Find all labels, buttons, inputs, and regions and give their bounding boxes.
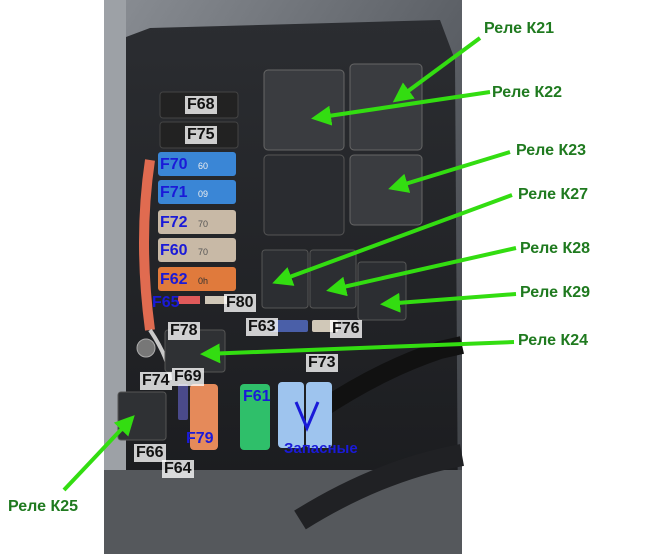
- fuse-f70-body: [158, 152, 236, 176]
- cable: [315, 336, 464, 418]
- relay-k22-label: Реле К22: [492, 84, 563, 101]
- fuse-f76-label: F76: [330, 320, 362, 338]
- relay-k25-body: [117, 391, 167, 441]
- fuse-f73-label: F73: [306, 354, 338, 372]
- fuse-f80-body: [205, 296, 227, 304]
- relay-k23-label: Реле К23: [516, 142, 587, 159]
- fuse-f80-label: F80: [224, 294, 256, 312]
- fuse-f71-rating: 09: [198, 189, 208, 199]
- arrow-k24: [200, 340, 515, 364]
- relay-k29-label: Реле К29: [520, 284, 591, 301]
- arrow-k27: [272, 193, 513, 286]
- arrow-k23: [388, 150, 511, 193]
- relay-k23-body: [349, 154, 423, 226]
- bolt: [136, 338, 156, 358]
- fuse-f60-label: F60: [160, 242, 188, 259]
- fuse-f63-body: [270, 320, 308, 332]
- fuse-f60-rating: 70: [198, 247, 208, 257]
- power-wire: [139, 159, 155, 331]
- fuse-f71-label: F71: [160, 184, 188, 201]
- fuse-f62-body: [158, 267, 236, 291]
- fuse-f79-label: F79: [186, 430, 214, 447]
- relay-k29-body: [357, 261, 407, 321]
- fuse-f72-rating: 70: [198, 219, 208, 229]
- fuse-f70-label: F70: [160, 156, 188, 173]
- relay-k28-label: Реле К28: [520, 240, 591, 257]
- spare-fuse-2: [306, 382, 332, 448]
- fuse-f78-label: F78: [168, 322, 200, 340]
- arrow-k29: [380, 292, 517, 313]
- fuse-f65-label: F65: [152, 294, 180, 311]
- bottom-area: [104, 470, 462, 554]
- relay-k24-label: Реле К24: [518, 332, 589, 349]
- relay-k27-label: Реле К27: [518, 186, 589, 203]
- fuse-f72-label: F72: [160, 214, 188, 231]
- fuse-f74-body: [178, 384, 188, 420]
- arrow-k21: [392, 36, 482, 103]
- fuse-f70-rating: 60: [198, 161, 208, 171]
- fuse-f71-body: [158, 180, 236, 204]
- arrow-k22: [311, 90, 491, 126]
- fuse-f65-body: [178, 296, 200, 304]
- fuse-f60-body: [158, 238, 236, 262]
- fuse-f69-label: F69: [172, 368, 204, 386]
- spare-fuses-label: Запасные: [284, 440, 358, 457]
- fuse-f74-label: F74: [140, 372, 172, 390]
- fuse-f66-label: F66: [134, 444, 166, 462]
- spare-marker: [294, 401, 320, 432]
- fuse-f68-label: F68: [185, 96, 217, 114]
- relay-k28-body: [309, 249, 357, 309]
- relay-k22-body: [263, 69, 345, 151]
- fuse-f64-label: F64: [162, 460, 194, 478]
- fuse-f61-body: [240, 384, 270, 450]
- fuse-f75-label: F75: [185, 126, 217, 144]
- relay-k25-label: Реле К25: [8, 498, 79, 515]
- fuse-f62-label: F62: [160, 271, 188, 288]
- fuse-f79-body: [190, 384, 218, 450]
- relay-k21-label: Реле К21: [484, 20, 555, 37]
- fuse-f61-label: F61: [243, 388, 271, 405]
- fuse-f72-body: [158, 210, 236, 234]
- arrow-k25: [62, 415, 135, 492]
- relay-socket: [263, 154, 345, 236]
- cable-bottom: [294, 444, 464, 530]
- spare-fuse-1: [278, 382, 304, 448]
- fuse-f63-label: F63: [246, 318, 278, 336]
- fuse-f62-rating: 0h: [198, 276, 208, 286]
- arrow-k28: [326, 246, 517, 297]
